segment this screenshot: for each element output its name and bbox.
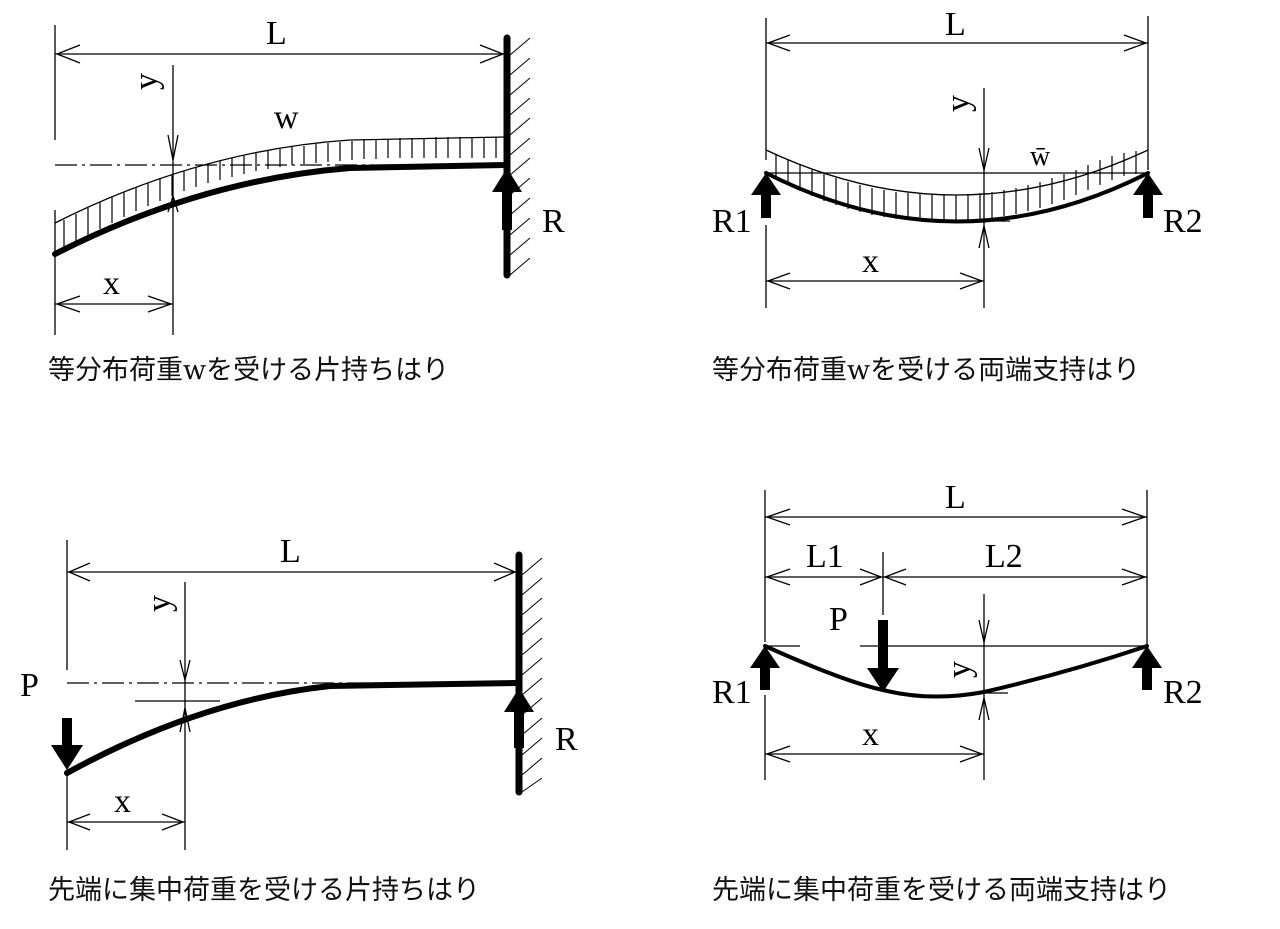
label-position: x — [862, 716, 879, 753]
label-length: L — [266, 15, 287, 52]
label-reaction-right: R2 — [1163, 674, 1203, 711]
cantilever-point-figure: L y P x R — [20, 533, 578, 850]
deflected-beam — [52, 162, 508, 257]
point-load-arrow-icon — [51, 718, 83, 770]
simply-supported-point-figure: L L1 L2 P y R1 R2 x — [712, 479, 1203, 780]
label-length-1: L1 — [806, 538, 844, 575]
label-load: w — [274, 99, 299, 136]
distributed-load-hatch — [54, 136, 506, 249]
label-deflection: y — [941, 661, 978, 678]
label-position: x — [862, 243, 879, 280]
reaction-arrow-icon — [492, 168, 522, 230]
diagram-simply-supported-uniform-load: L y w̄ R1 R2 x 等分布荷重wを受ける両端支持はり — [640, 0, 1280, 400]
label-reaction-right: R2 — [1163, 203, 1203, 240]
caption-simply-supported-uniform: 等分布荷重wを受ける両端支持はり — [712, 355, 1141, 386]
point-load-arrow-icon — [867, 620, 899, 692]
label-position: x — [114, 783, 131, 820]
diagram-simply-supported-point-load: L L1 L2 P y R1 R2 x 先端に集中荷重を受ける両端支持はり — [640, 470, 1280, 929]
reaction-arrow-left-icon — [751, 173, 781, 218]
label-position: x — [103, 265, 120, 302]
label-load: P — [20, 667, 39, 704]
label-length: L — [945, 6, 966, 43]
caption-cantilever-uniform: 等分布荷重wを受ける片持ちはり — [48, 355, 450, 386]
diagram-cantilever-point-load: L y P x R 先端に集中荷重を受ける片持ちはり — [0, 520, 640, 929]
reaction-arrow-icon — [504, 688, 534, 748]
diagram-cantilever-uniform-load: L y w x R 等分布荷重wを受ける片持ちはり — [0, 0, 640, 400]
reaction-arrow-right-icon — [1133, 173, 1163, 218]
label-length: L — [945, 479, 966, 516]
label-reaction: R — [542, 203, 565, 240]
label-reaction-left: R1 — [712, 203, 752, 240]
label-deflection: y — [128, 73, 165, 90]
deflected-beam — [764, 171, 1150, 224]
label-deflection: y — [940, 95, 977, 112]
label-deflection: y — [141, 595, 178, 612]
reaction-arrow-left-icon — [750, 646, 780, 690]
label-length-2: L2 — [985, 538, 1023, 575]
label-load: P — [829, 601, 848, 638]
distributed-load-hatch — [775, 151, 1137, 221]
caption-cantilever-point: 先端に集中荷重を受ける片持ちはり — [48, 875, 480, 906]
cantilever-uniform-figure: L y w x R — [52, 15, 565, 335]
label-reaction-left: R1 — [712, 674, 752, 711]
wall-hatching — [521, 557, 543, 793]
label-load: w̄ — [1030, 141, 1051, 172]
caption-simply-supported-point: 先端に集中荷重を受ける両端支持はり — [712, 875, 1171, 906]
wall-hatching — [509, 37, 531, 276]
label-reaction: R — [555, 721, 578, 758]
simply-supported-uniform-figure: L y w̄ R1 R2 x — [712, 6, 1203, 308]
deflected-beam — [763, 644, 1149, 699]
reaction-arrow-right-icon — [1132, 646, 1162, 690]
label-length: L — [280, 533, 301, 570]
deflected-beam — [64, 680, 520, 776]
